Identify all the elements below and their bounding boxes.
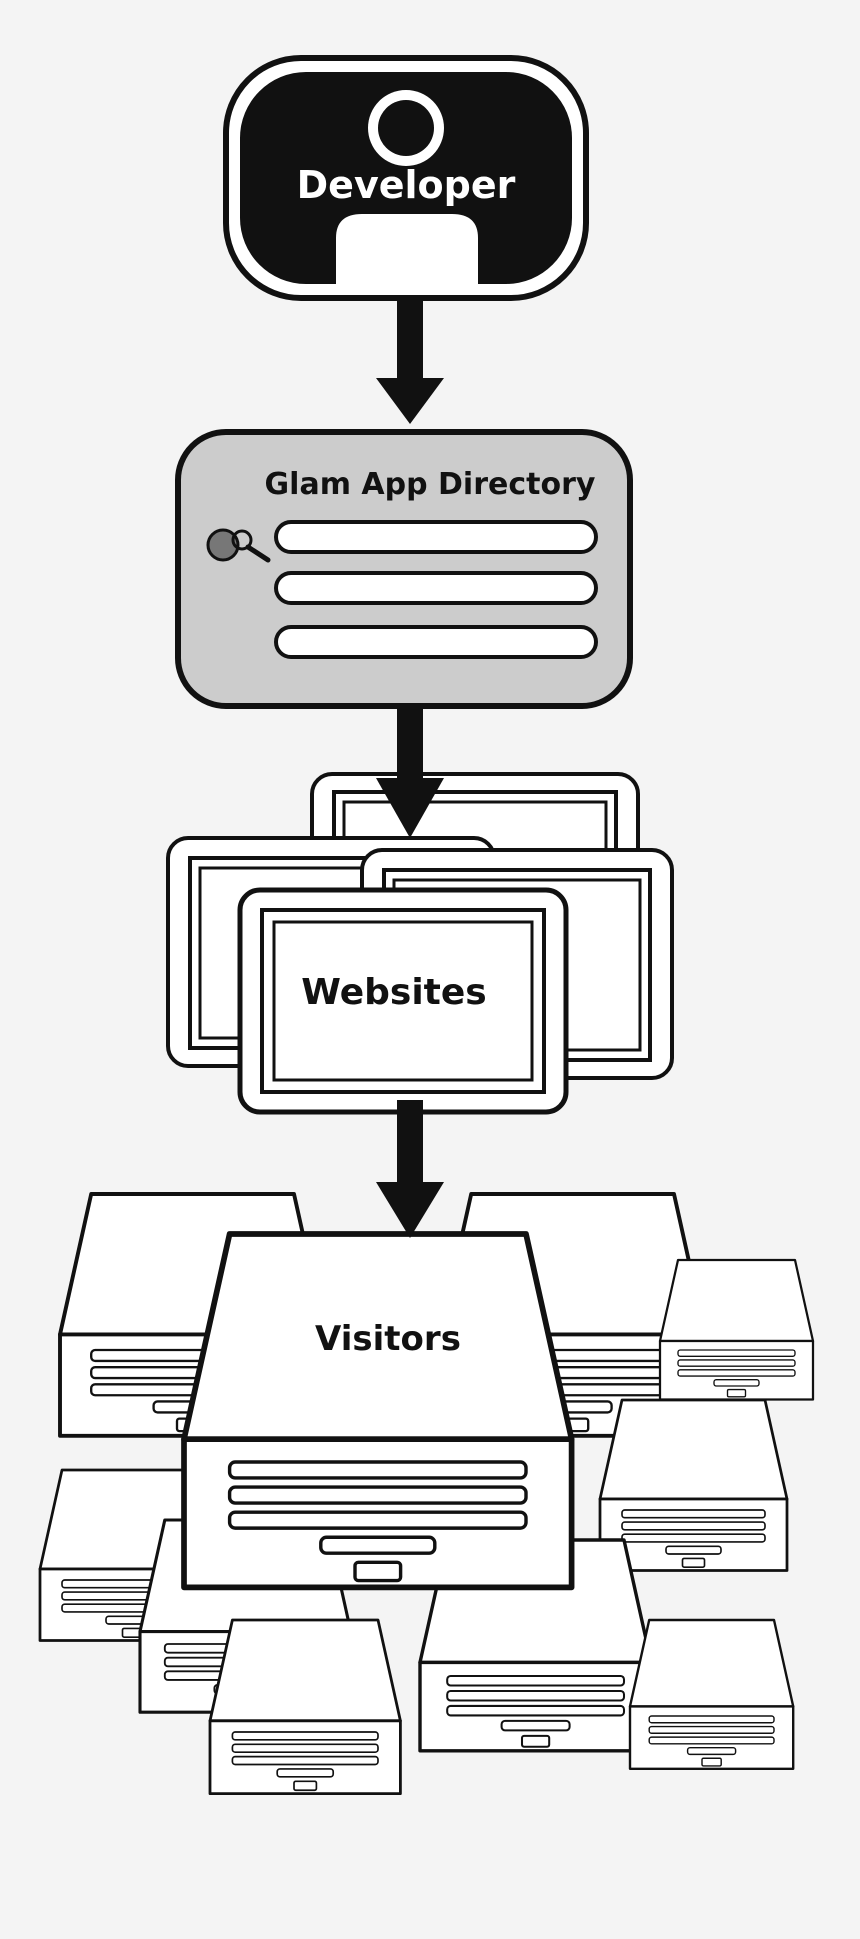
directory-list-row <box>274 571 598 605</box>
directory-label: Glam App Directory <box>265 467 596 502</box>
websites-label: Websites <box>301 972 486 1013</box>
arrow-websites-to-visitors <box>376 1100 444 1238</box>
visitors-node: Visitors <box>38 1192 815 1795</box>
directory-list-row <box>274 625 598 659</box>
directory-node: Glam App Directory <box>175 429 633 709</box>
websites-node: Websites <box>166 772 674 1115</box>
developer-node: Developer <box>223 55 589 301</box>
developer-label: Developer <box>297 163 516 207</box>
directory-list-row <box>274 520 598 554</box>
arrow-developer-to-directory <box>376 298 444 424</box>
visitors-label: Visitors <box>315 1319 461 1359</box>
laptop-main <box>184 1234 572 1587</box>
arrow-directory-to-websites <box>376 706 444 838</box>
search-icon <box>206 528 271 563</box>
